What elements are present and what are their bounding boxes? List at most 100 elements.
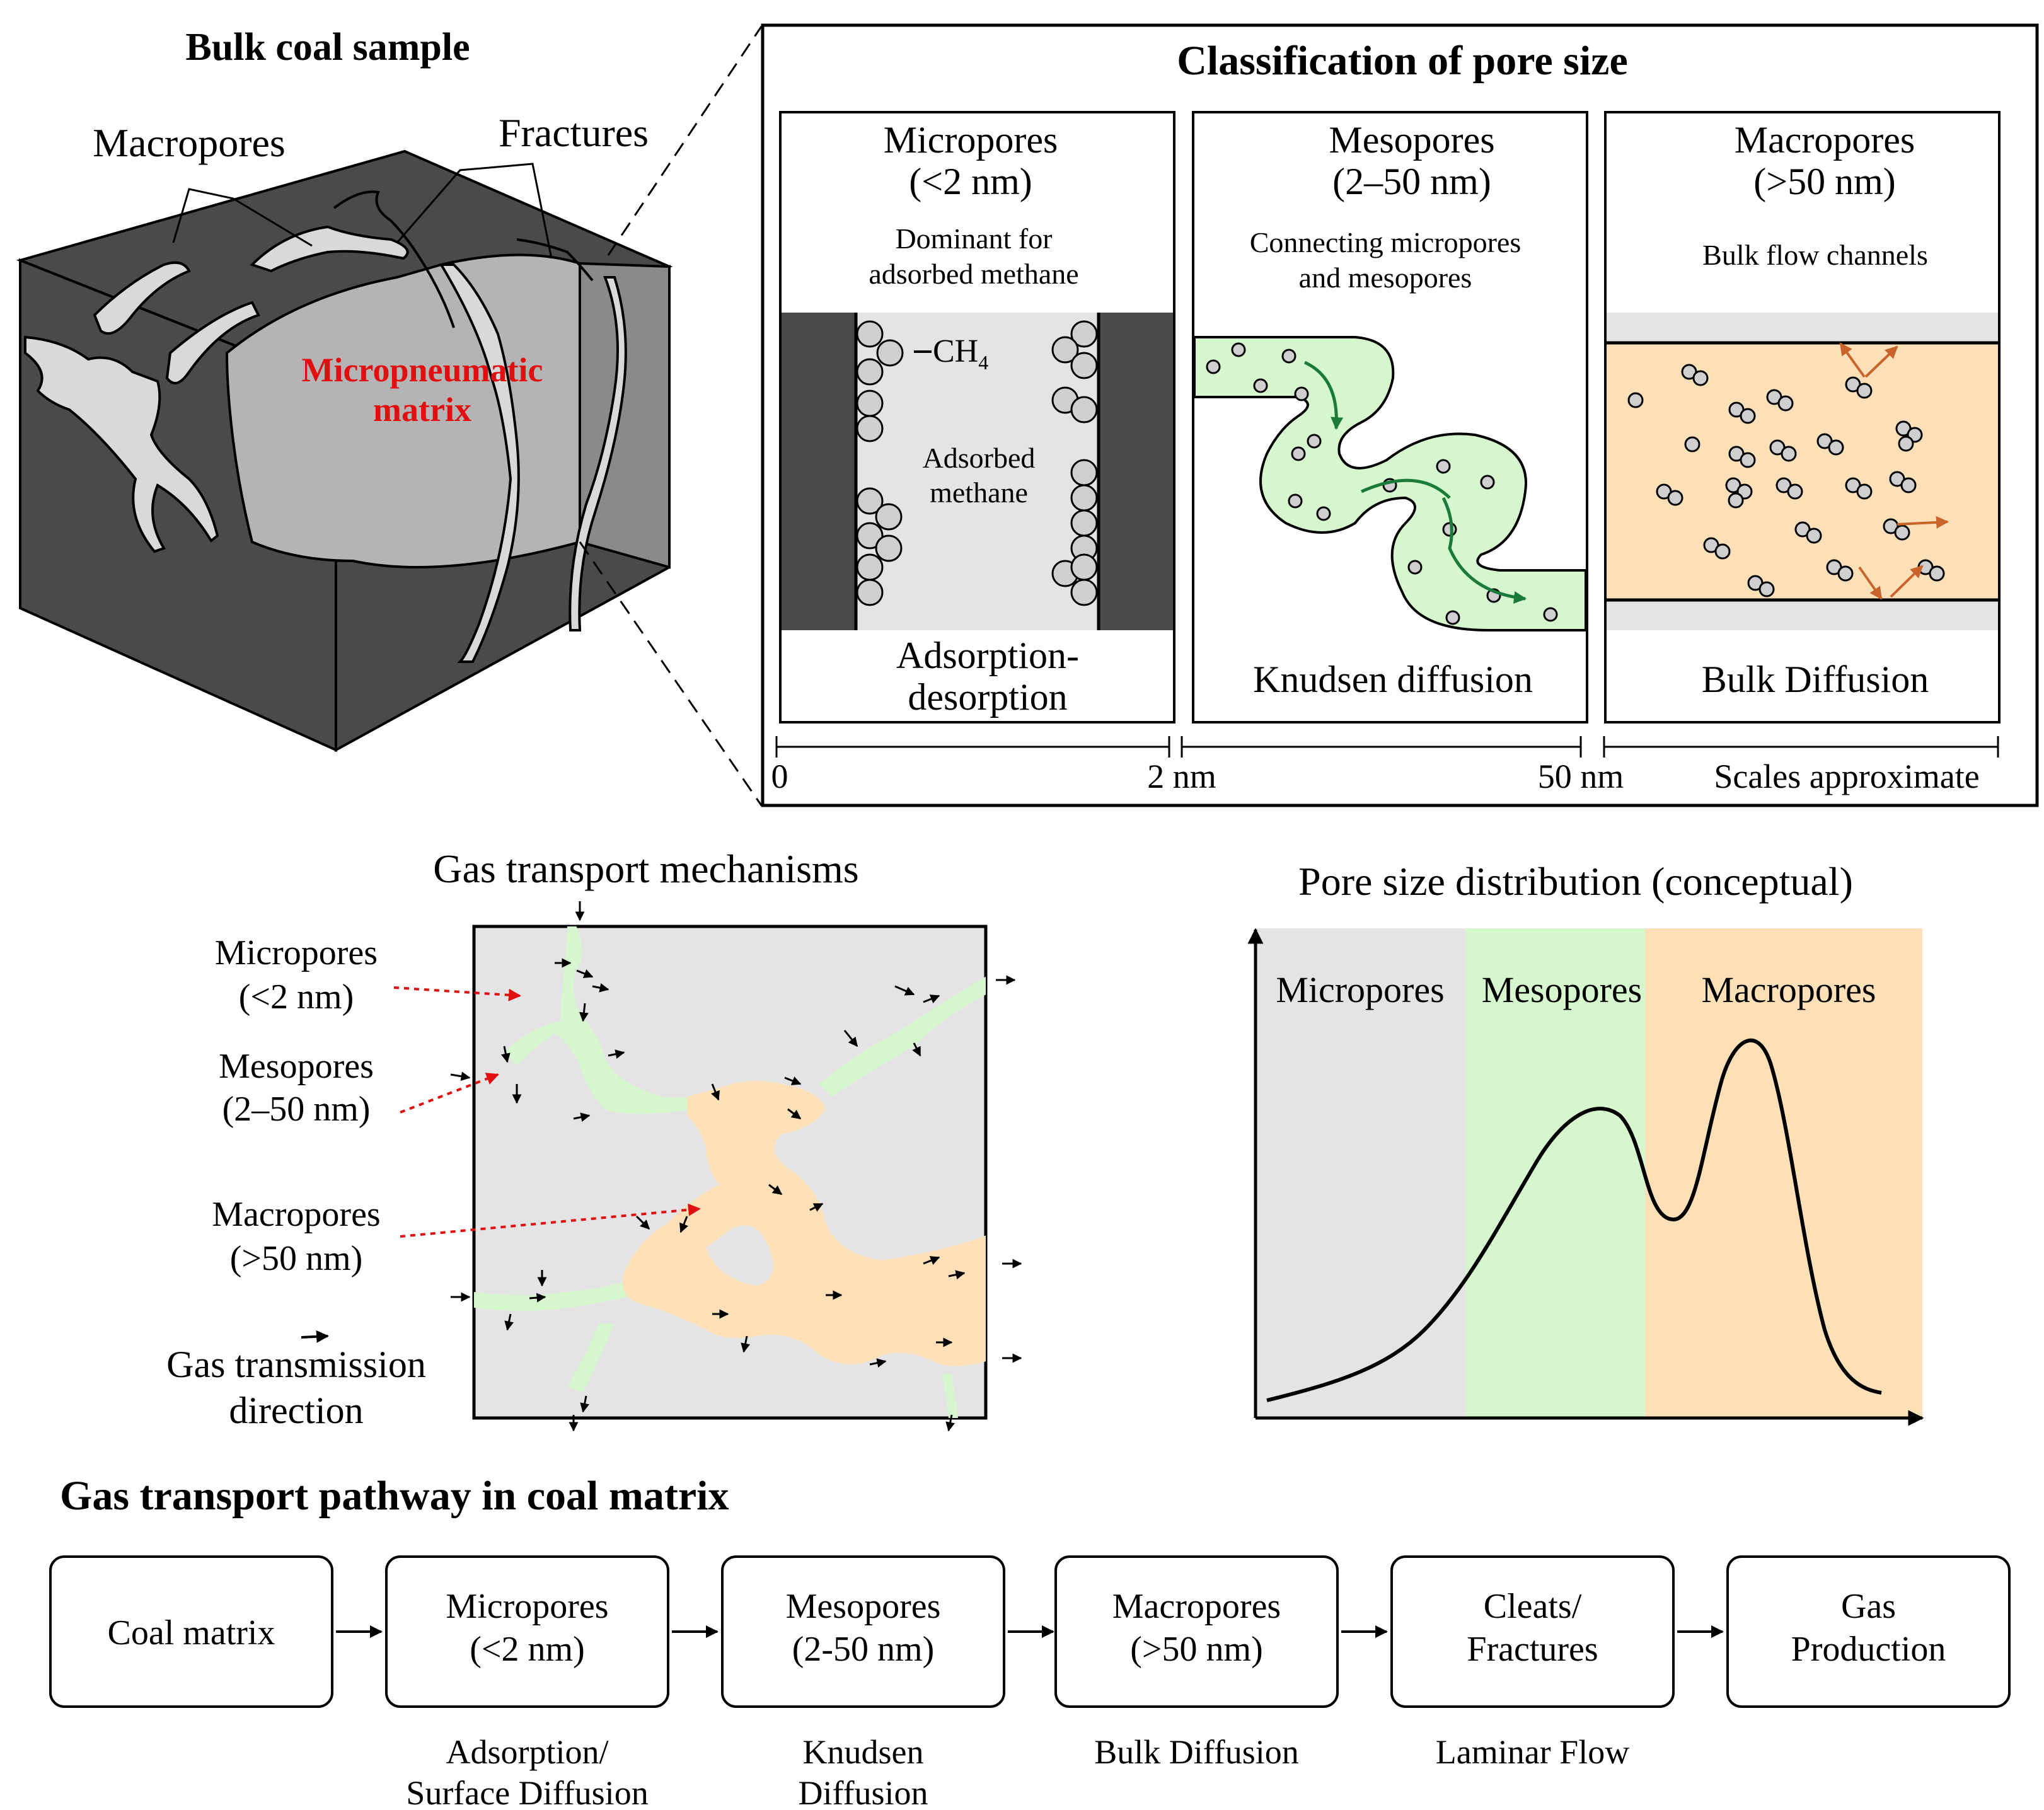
pathway-step-line2: Production [1791,1630,1946,1669]
gas-arrow [869,1358,887,1368]
gas-molecule [1684,436,1700,452]
pathway-step-box [1054,1555,1339,1708]
gas-arrow [500,1046,511,1063]
dist-micro-label: Micropores [1276,969,1444,1010]
macro-gap-bottom [1607,600,1998,630]
fracture-wavy [439,263,520,663]
methane-molecule [1070,509,1098,537]
pointer-micro [393,986,521,1001]
gas-arrow [948,1270,966,1280]
mech-macro1: Macropores [212,1195,380,1234]
pathway-step-line1: Mesopores [786,1587,941,1626]
macropore-left [24,335,219,553]
pathway-step: Coal matrix [49,1555,333,1708]
macro-desc1: Bulk flow channels [1702,239,1928,271]
methane-molecule [876,339,904,367]
adsorbed-methane-molecules [856,320,1098,606]
micro-inner2: methane [930,476,1028,509]
dist-macro-label: Macropores [1701,969,1876,1010]
gas-molecule [1206,359,1221,374]
gas-molecule [1294,386,1309,401]
gas-molecule [1231,342,1246,357]
gas-molecule [1740,452,1756,468]
classification-panel: Classification of pore size Micropores (… [761,23,2039,807]
methane-molecule [856,389,884,417]
macro-channel [1607,343,1998,600]
legend-arrow-icon [301,1330,329,1343]
mech-macro2: (>50 nm) [230,1239,362,1278]
pathway-step-box [721,1555,1005,1708]
pathway-step-mechanism: Bulk Diffusion [1094,1733,1299,1771]
pathway-step: Macropores(>50 nm)Bulk Diffusion [1054,1555,1339,1771]
pathway-step-line1: Cleats/ [1484,1587,1582,1626]
gas-molecule [1288,493,1303,509]
gas-molecule [1856,483,1873,500]
gas-molecule [1728,492,1744,509]
bulk-fractures-label: Fractures [499,110,649,155]
gas-molecule [1253,378,1268,393]
gas-molecule [1281,349,1296,364]
micro-desc2: adsorbed methane [869,258,1078,290]
gas-molecule [1407,560,1423,575]
methane-molecule [1070,396,1098,424]
gas-arrow [923,1256,940,1265]
gas-molecule [1781,446,1797,462]
dist-micro-band [1256,928,1465,1418]
methane-molecule [1070,352,1098,379]
gas-arrow [573,1112,591,1122]
methane-molecule [1070,320,1098,348]
macropore-mid [165,301,260,384]
gas-arrow [450,1071,471,1081]
gas-arrow [608,1049,625,1059]
methane-molecule [856,522,884,550]
meso-flow-arrow2 [1360,478,1451,499]
gas-arrow [529,1293,546,1303]
pathway-step-mechanism: Laminar Flow [1436,1733,1629,1771]
scale-bar [775,736,1999,758]
mech-macro-network [623,1081,986,1366]
fractures-leader [396,163,553,259]
zoom-line-bottom [579,541,763,806]
gas-arrow [768,1184,783,1196]
pathway-step-line2: (>50 nm) [1130,1630,1262,1669]
pore-size-distribution: Pore size distribution (conceptual) Micr… [1247,859,1924,1426]
classification-title: Classification of pore size [1177,38,1628,84]
micro-inner1: Adsorbed [923,442,1036,474]
macro-mech: Bulk Diffusion [1702,659,1929,700]
pathway-step-line1: Gas [1841,1587,1896,1626]
dist-curve [1266,1038,1882,1402]
macro-name: Macropores [1735,119,1915,161]
micropores-panel: Micropores (<2 nm) Dominant for adsorbed… [779,111,1175,723]
micro-name: Micropores [884,119,1058,161]
macro-orange-arrows [1839,342,1949,600]
gas-molecule [1894,524,1910,541]
matrix-label-line1: Micropneumatic [302,351,543,389]
mech-arrow2: direction [229,1390,363,1431]
methane-molecule [1070,484,1098,512]
gas-molecule [1777,395,1794,412]
gas-arrow [784,1076,802,1085]
mech-meso-network [474,926,986,1418]
gas-molecule [1900,477,1917,493]
meso-mech: Knudsen diffusion [1253,659,1533,700]
gas-molecule [1307,434,1322,449]
macropores-panel: Macropores (>50 nm) Bulk flow channels B… [1604,111,2001,723]
methane-molecule [856,553,884,581]
micro-range: (<2 nm) [909,161,1032,202]
fracture-right [569,276,627,631]
gas-molecule [1667,490,1683,506]
gas-arrow [711,1083,720,1101]
methane-molecule [856,358,884,386]
gas-molecule [1787,483,1803,500]
pathway-step-mechanism: Knudsen [803,1733,924,1771]
dist-meso-band [1465,928,1645,1418]
gas-transport-mechanisms: Gas transport mechanisms Micropores (<2 … [166,846,1022,1432]
scale-fifty-nm: 50 nm [1538,758,1624,795]
macropores-leader [172,188,313,247]
gas-molecule [1480,475,1495,490]
meso-flow-arrow3 [1441,497,1527,604]
macropore-top [250,225,409,273]
mechanisms-title: Gas transport mechanisms [433,846,858,891]
